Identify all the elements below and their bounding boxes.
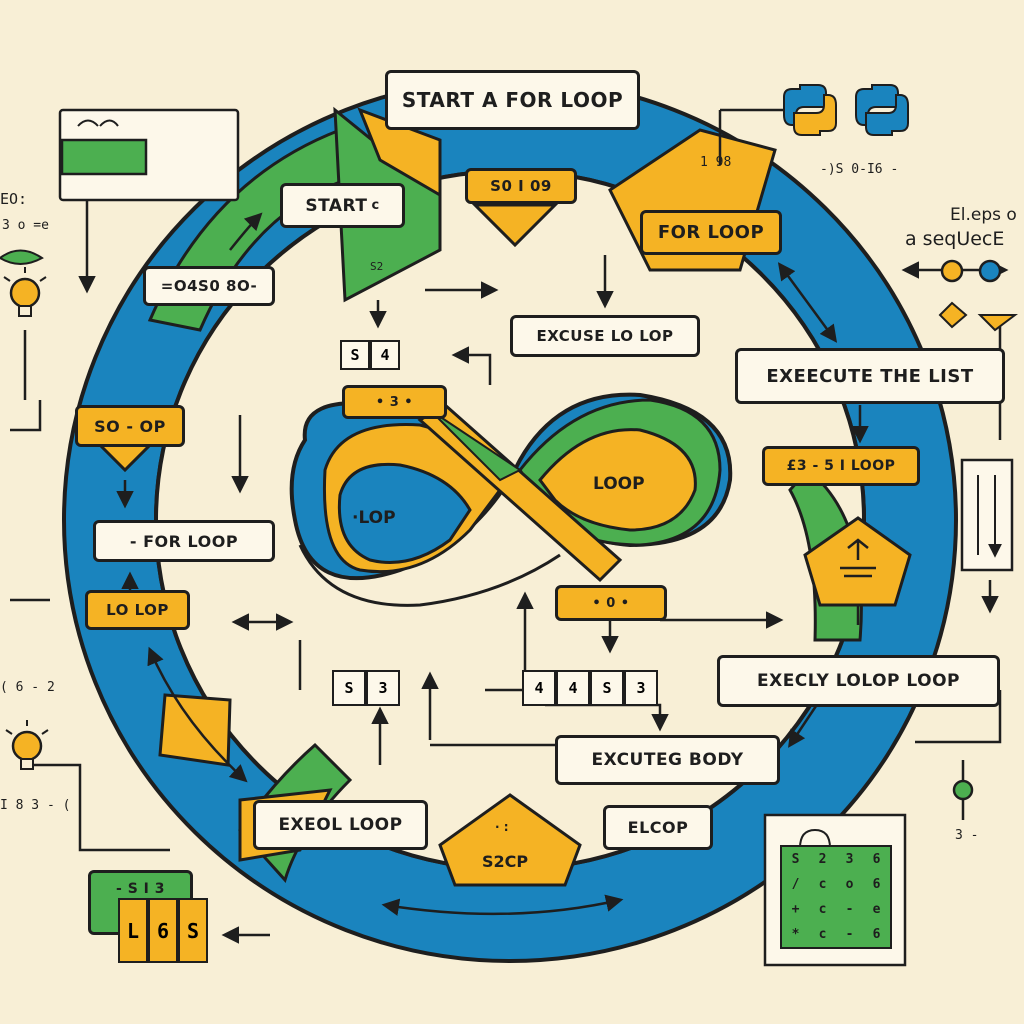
for-loop-top-right-label: FOR LOOP <box>640 210 782 255</box>
inner-top-tag: • 3 • <box>342 385 447 419</box>
keyboard-key: - <box>845 927 854 942</box>
keyboard-key: c <box>818 927 827 942</box>
keyboard-key: 6 <box>872 877 881 892</box>
keyboard-key: S <box>791 852 800 867</box>
s2-text: S2 <box>370 260 384 273</box>
lightbulb-icon <box>5 720 49 770</box>
lo-op-label: LO LOP <box>85 590 190 630</box>
keyboard-key: 3 <box>845 852 854 867</box>
start-for-loop-label: START A FOR LOOP <box>385 70 640 130</box>
left-code-label: =O4S0 8O- <box>143 266 275 306</box>
left-row2-text: 3 o =e <box>2 218 49 233</box>
left-e0-text: EO: <box>0 190 28 208</box>
bottom-right-mark: 3 - <box>955 828 979 843</box>
left-b2-text: I 8 3 - ( <box>0 798 71 813</box>
elleps-text: El.eps o <box>950 205 1017 225</box>
elcop-label: ELCOP <box>603 805 713 850</box>
keyboard-key: + <box>791 902 800 917</box>
warning-icon <box>840 538 876 578</box>
keyboard-icon: S 2 3 6 / c o 6 + c - e * c - 6 <box>780 845 892 949</box>
top-badge: S0 I 09 <box>465 168 577 204</box>
lightbulb-icon <box>3 267 47 317</box>
sequence-text: a seqUecE <box>905 228 1005 250</box>
left-b1-text: ( 6 - 2 <box>0 680 55 695</box>
code-window-input <box>60 138 148 176</box>
cell-row-3: 3 <box>624 670 658 706</box>
so-op-label: SO - OP <box>75 405 185 447</box>
cell-row-2: S <box>590 670 624 706</box>
execute-list-label: EXEECUTE THE LIST <box>735 348 1005 404</box>
cell-s4-b: 4 <box>370 340 400 370</box>
sequence-nodes <box>938 259 1018 801</box>
for-loop-left-label: - FOR LOOP <box>93 520 275 562</box>
keyboard-key: * <box>791 927 800 942</box>
exeol-loop-label: EXEOL LOOP <box>253 800 428 850</box>
top-down-triangle <box>471 203 559 248</box>
s2cp-label: S2CP <box>482 852 529 871</box>
keyboard-key: c <box>818 902 827 917</box>
keyboard-key: e <box>872 902 881 917</box>
python-logo-icon <box>855 84 909 136</box>
s2cp-dots: · : <box>495 820 509 834</box>
python-logo-icon <box>783 84 837 136</box>
start-text: START <box>305 195 368 216</box>
cell-s4-a: S <box>340 340 370 370</box>
cell-s3-a: S <box>332 670 366 706</box>
code-window <box>58 108 240 202</box>
executeg-body-label: EXCUTEG BODY <box>555 735 780 785</box>
keyboard-key: o <box>845 877 854 892</box>
inner-bottom-tag: • 0 • <box>555 585 667 621</box>
right-code-text: -)S 0-I6 - <box>820 162 899 177</box>
keyboard-key: 2 <box>818 852 827 867</box>
eye-icon <box>0 249 44 265</box>
excuse-loop-label: EXCUSE LO LOP <box>510 315 700 357</box>
cell-row-0: 4 <box>522 670 556 706</box>
keyboard-key: - <box>845 902 854 917</box>
bl-yellow-2: S <box>178 898 208 963</box>
start-label: START c <box>280 183 405 228</box>
execly-label: EXECLY LOLOP LOOP <box>717 655 1000 707</box>
cell-row-1: 4 <box>556 670 590 706</box>
top-yellow-band <box>357 107 442 198</box>
right-vertical-panel <box>960 458 1014 572</box>
start-mark: c <box>371 198 380 213</box>
bl-yellow-1: 6 <box>148 898 178 963</box>
right-badge: £3 - 5 I LOOP <box>762 446 920 486</box>
keyboard-key: c <box>818 877 827 892</box>
inner-loop-left-label: ·LOP <box>352 508 396 528</box>
bl-yellow-0: L <box>118 898 148 963</box>
cell-s3-b: 3 <box>366 670 400 706</box>
keyboard-key: / <box>791 877 800 892</box>
s2cp-shape <box>438 793 582 887</box>
infinity-loop-symbol <box>289 392 733 607</box>
inner-loop-right-label: LOOP <box>593 474 645 494</box>
top-right-tag: 1 98 <box>700 155 732 170</box>
keyboard-key: 6 <box>872 927 881 942</box>
keyboard-key: 6 <box>872 852 881 867</box>
